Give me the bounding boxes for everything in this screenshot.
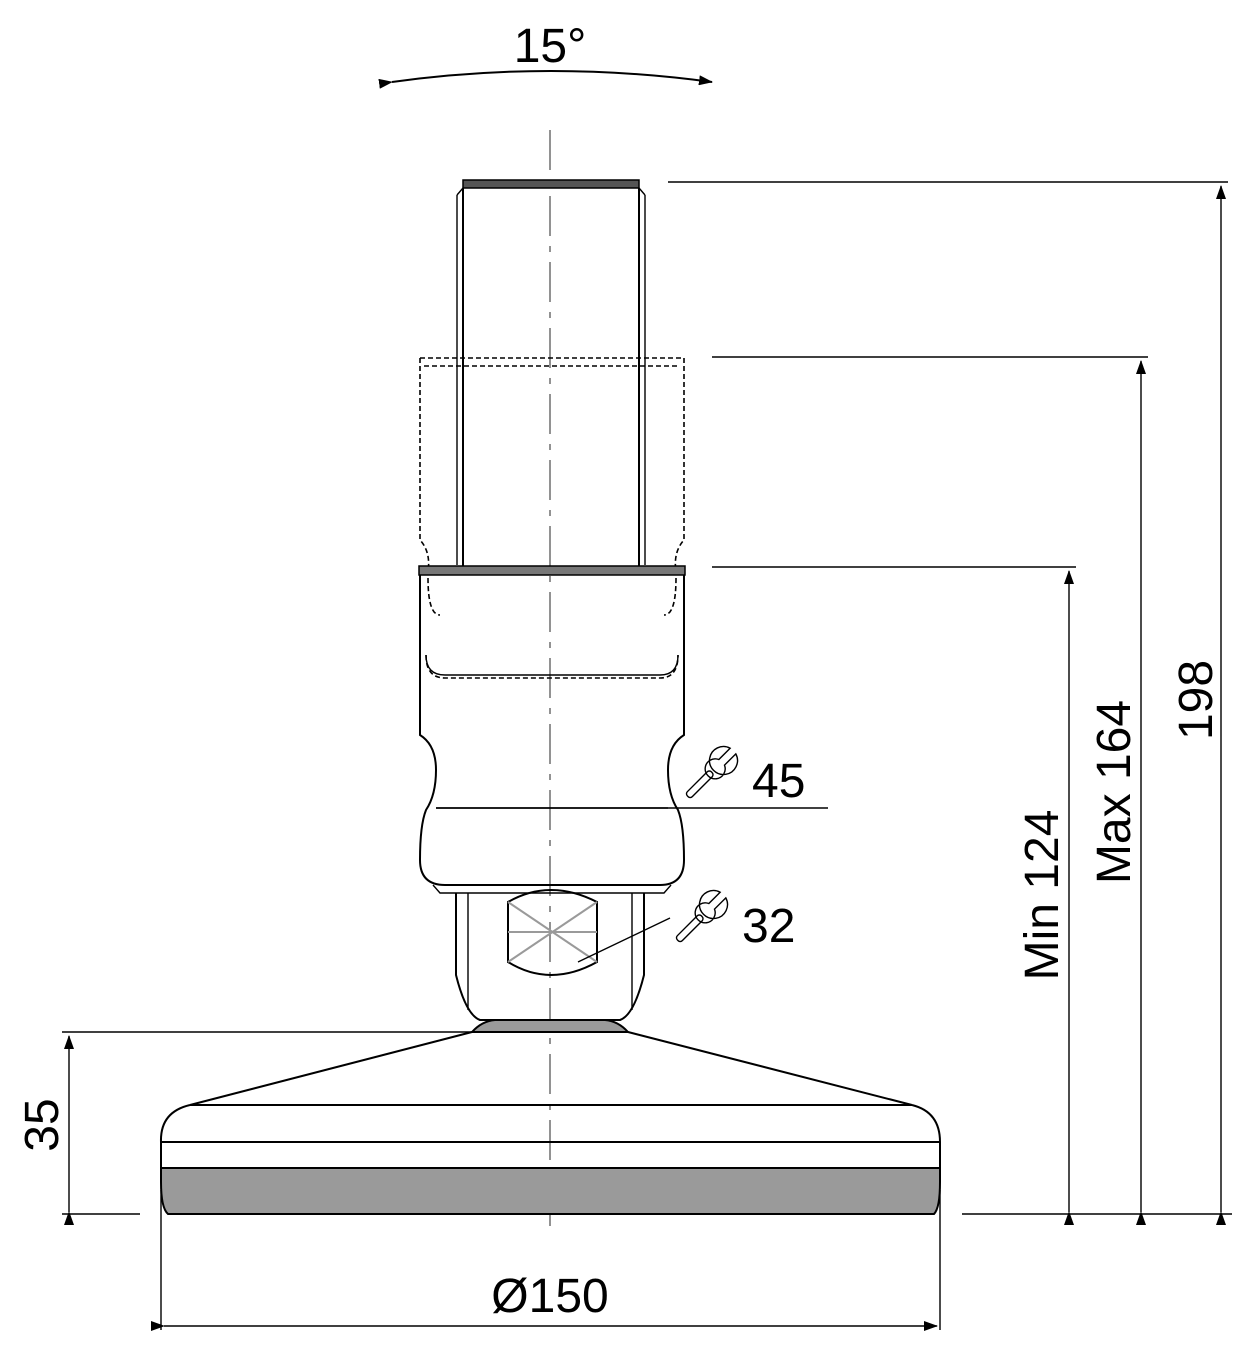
dim-diameter-label: Ø150 bbox=[491, 1270, 608, 1323]
wrench-icon bbox=[675, 889, 729, 943]
extension-lines bbox=[62, 181, 1232, 1330]
dim-min-label: Min 124 bbox=[1016, 810, 1069, 981]
ball-joint bbox=[469, 1019, 631, 1033]
dim-32-leader bbox=[577, 917, 671, 963]
dim-198-label: 198 bbox=[1170, 660, 1223, 740]
nut-body bbox=[418, 565, 686, 894]
dim-35-label: 35 bbox=[16, 1098, 69, 1151]
dim-max-label: Max 164 bbox=[1088, 700, 1141, 884]
wrench-icon bbox=[685, 745, 739, 799]
dim-32-label: 32 bbox=[742, 900, 795, 953]
angle-arc bbox=[378, 70, 713, 89]
hex-stem bbox=[455, 889, 645, 1021]
threaded-stud bbox=[456, 179, 646, 570]
angle-label: 15° bbox=[514, 20, 587, 73]
dim-45-label: 45 bbox=[752, 755, 805, 808]
